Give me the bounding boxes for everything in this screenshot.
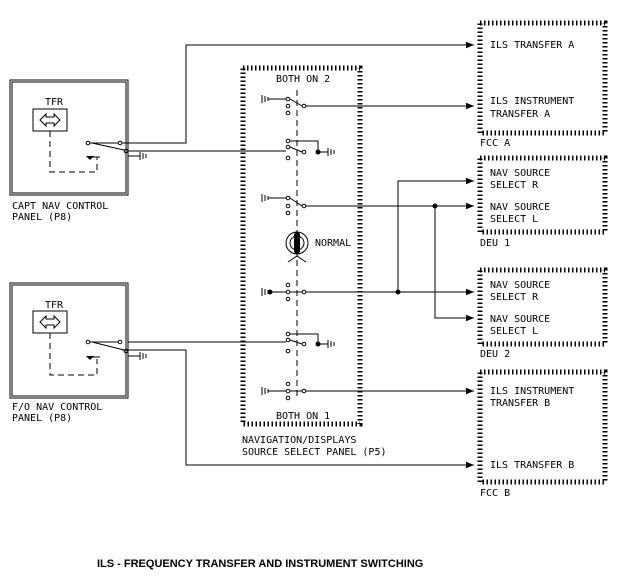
transfer-arrow-icon [39,314,61,330]
fcc-a-line1: ILS TRANSFER A [490,40,574,51]
fcc-b-line2: TRANSFER B [490,398,550,409]
toggle-switch-icon [285,231,309,263]
deu-2-box: NAV SOURCE SELECT R NAV SOURCE SELECT L … [477,267,608,360]
normal-label: NORMAL [315,238,351,249]
fo-tfr-label: TFR [45,300,64,311]
both-on-1-label: BOTH ON 1 [276,411,330,422]
deu-2-line1: NAV SOURCE [490,280,550,291]
ssp-label-2: SOURCE SELECT PANEL (P5) [242,447,387,458]
fcc-b-line1: ILS INSTRUMENT [490,386,574,397]
deu-2-line4: SELECT L [490,326,538,337]
fcc-a-line3: TRANSFER A [490,109,550,120]
both-on-2-label: BOTH ON 2 [276,74,330,85]
transfer-arrow-icon [39,112,61,128]
fcc-b-box: ILS INSTRUMENT TRANSFER B ILS TRANSFER B… [477,369,608,499]
capt-panel-label-1: CAPT NAV CONTROL [12,201,108,212]
deu-1-line4: SELECT L [490,214,538,225]
wiring [122,41,474,469]
deu-1-line3: NAV SOURCE [490,202,550,213]
deu-2-line2: SELECT R [490,292,539,303]
fcc-a-name: FCC A [480,138,510,149]
capt-tfr-label: TFR [45,97,64,108]
diagram-title: ILS - FREQUENCY TRANSFER AND INSTRUMENT … [97,558,423,570]
fo-nav-control-panel: TFR F/O NAV CONTROL PANEL (P8) [9,282,147,424]
deu-1-box: NAV SOURCE SELECT R NAV SOURCE SELECT L … [477,155,608,249]
deu-1-name: DEU 1 [480,238,510,249]
source-select-panel: BOTH ON 2 BOTH ON 1 NAVIGATION/DISPLAYS … [240,65,387,458]
deu-1-line2: SELECT R [490,180,539,191]
deu-1-line1: NAV SOURCE [490,168,550,179]
capt-panel-label-2: PANEL (P8) [12,212,72,223]
fo-panel-label-1: F/O NAV CONTROL [12,402,102,413]
fcc-b-name: FCC B [480,488,510,499]
capt-nav-control-panel: TFR CAPT NAV CONTROL PANEL (P8) [9,79,147,223]
ssp-label-1: NAVIGATION/DISPLAYS [242,435,356,446]
fcc-a-line2: ILS INSTRUMENT [490,96,574,107]
fo-panel-label-2: PANEL (P8) [12,413,72,424]
fcc-b-line3: ILS TRANSFER B [490,460,574,471]
deu-2-line3: NAV SOURCE [490,314,550,325]
fcc-a-box: ILS TRANSFER A ILS INSTRUMENT TRANSFER A… [477,20,608,149]
deu-2-name: DEU 2 [480,349,510,360]
